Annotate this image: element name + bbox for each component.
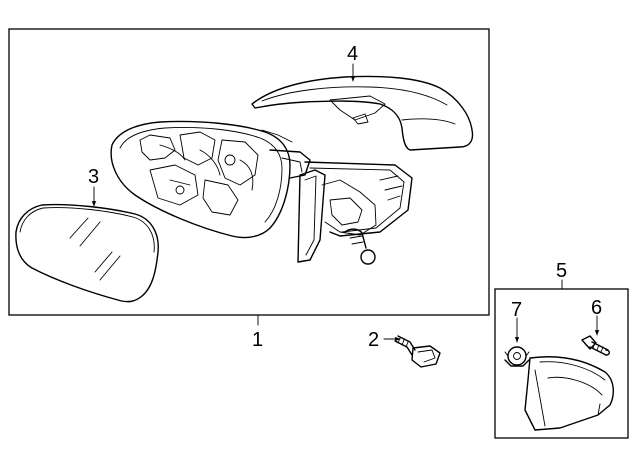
callout-6: 6 <box>591 297 602 319</box>
bolt-icon[interactable] <box>394 335 441 368</box>
assembly-frame <box>8 28 490 316</box>
callout-2: 2 <box>368 329 379 351</box>
mirror-glass-icon[interactable] <box>15 203 159 303</box>
mirror-cover-icon[interactable] <box>251 75 474 151</box>
callout-1: 1 <box>252 329 263 351</box>
kit-frame <box>494 288 629 439</box>
callout-7: 7 <box>511 299 522 321</box>
callout-5: 5 <box>556 260 567 282</box>
callout-4: 4 <box>347 43 358 65</box>
screw-icon[interactable] <box>581 335 611 356</box>
callout-3: 3 <box>88 166 99 188</box>
mirror-assembly-icon[interactable] <box>110 120 413 265</box>
trim-kit-icon[interactable] <box>524 356 614 431</box>
clip-icon[interactable] <box>504 346 530 367</box>
